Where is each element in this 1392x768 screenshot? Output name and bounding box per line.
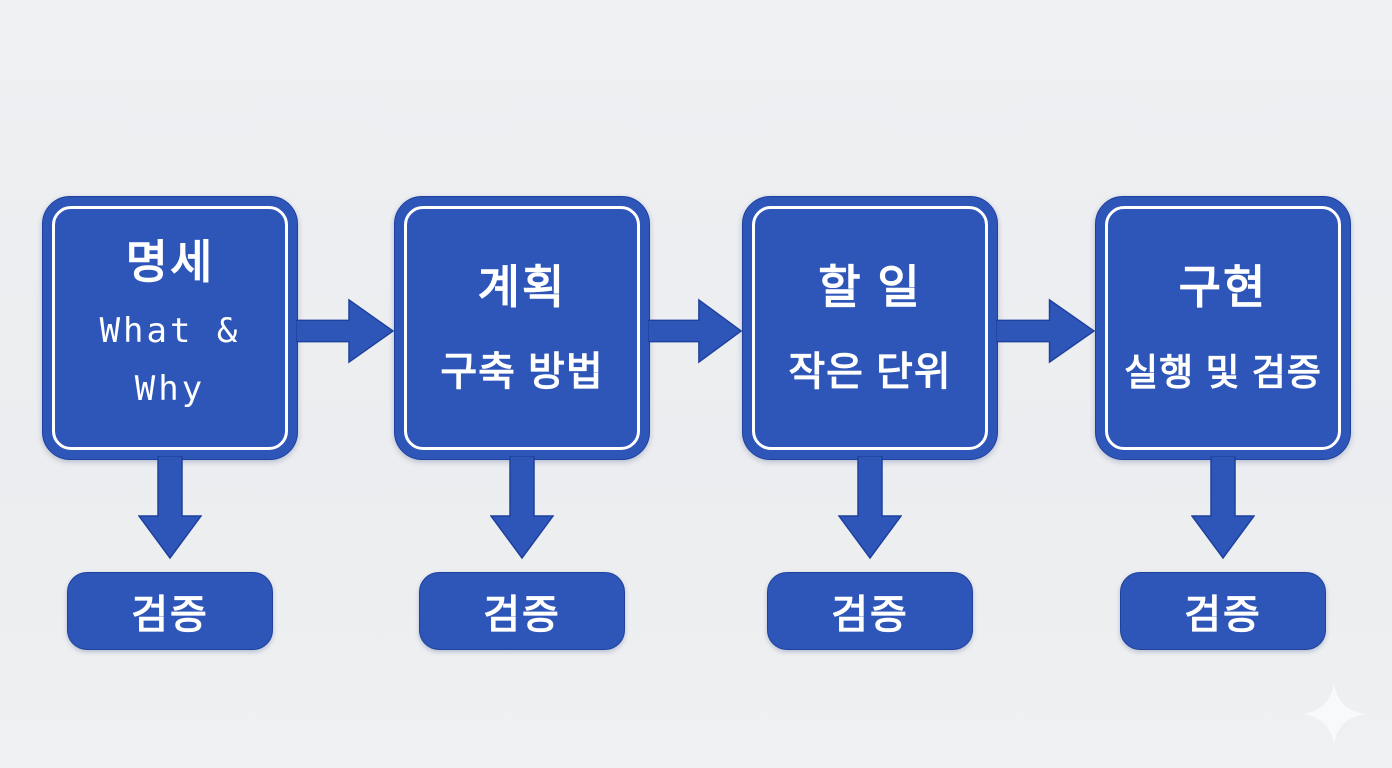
stage-title: 할 일 <box>818 260 922 313</box>
down-arrow-icon <box>138 456 202 560</box>
verify-box: 검증 <box>767 572 973 650</box>
verify-label: 검증 <box>131 593 209 637</box>
inner-frame <box>1105 206 1341 450</box>
stage-subtitle: 실행 및 검증 <box>1124 351 1322 393</box>
stage-title: 명세 <box>125 236 215 289</box>
verify-box: 검증 <box>1120 572 1326 650</box>
stage-box-plan: 계획 구축 방법 <box>394 196 650 460</box>
inner-frame <box>404 206 640 450</box>
verify-label: 검증 <box>483 593 561 637</box>
inner-frame <box>752 206 988 450</box>
sparkle-icon <box>1303 683 1365 745</box>
down-arrow-icon <box>490 456 554 560</box>
stage-box-implementation: 구현 실행 및 검증 <box>1095 196 1351 460</box>
stage-box-specification: 명세 What & Why <box>42 196 298 460</box>
stage-title: 계획 <box>477 260 567 313</box>
verify-box: 검증 <box>67 572 273 650</box>
right-arrow-icon <box>648 298 743 364</box>
right-arrow-icon <box>996 298 1096 364</box>
stage-subtitle: 구축 방법 <box>440 350 604 395</box>
stage-subtitle-line2: Why <box>134 369 206 410</box>
down-arrow-icon <box>838 456 902 560</box>
stage-subtitle-line1: What & <box>99 310 241 351</box>
verify-label: 검증 <box>1184 593 1262 637</box>
stage-title: 구현 <box>1178 261 1268 314</box>
down-arrow-icon <box>1191 456 1255 560</box>
stage-box-todo: 할 일 작은 단위 <box>742 196 998 460</box>
verify-label: 검증 <box>831 593 909 637</box>
verify-box: 검증 <box>419 572 625 650</box>
stage-subtitle: 작은 단위 <box>788 350 952 395</box>
right-arrow-icon <box>296 298 395 364</box>
